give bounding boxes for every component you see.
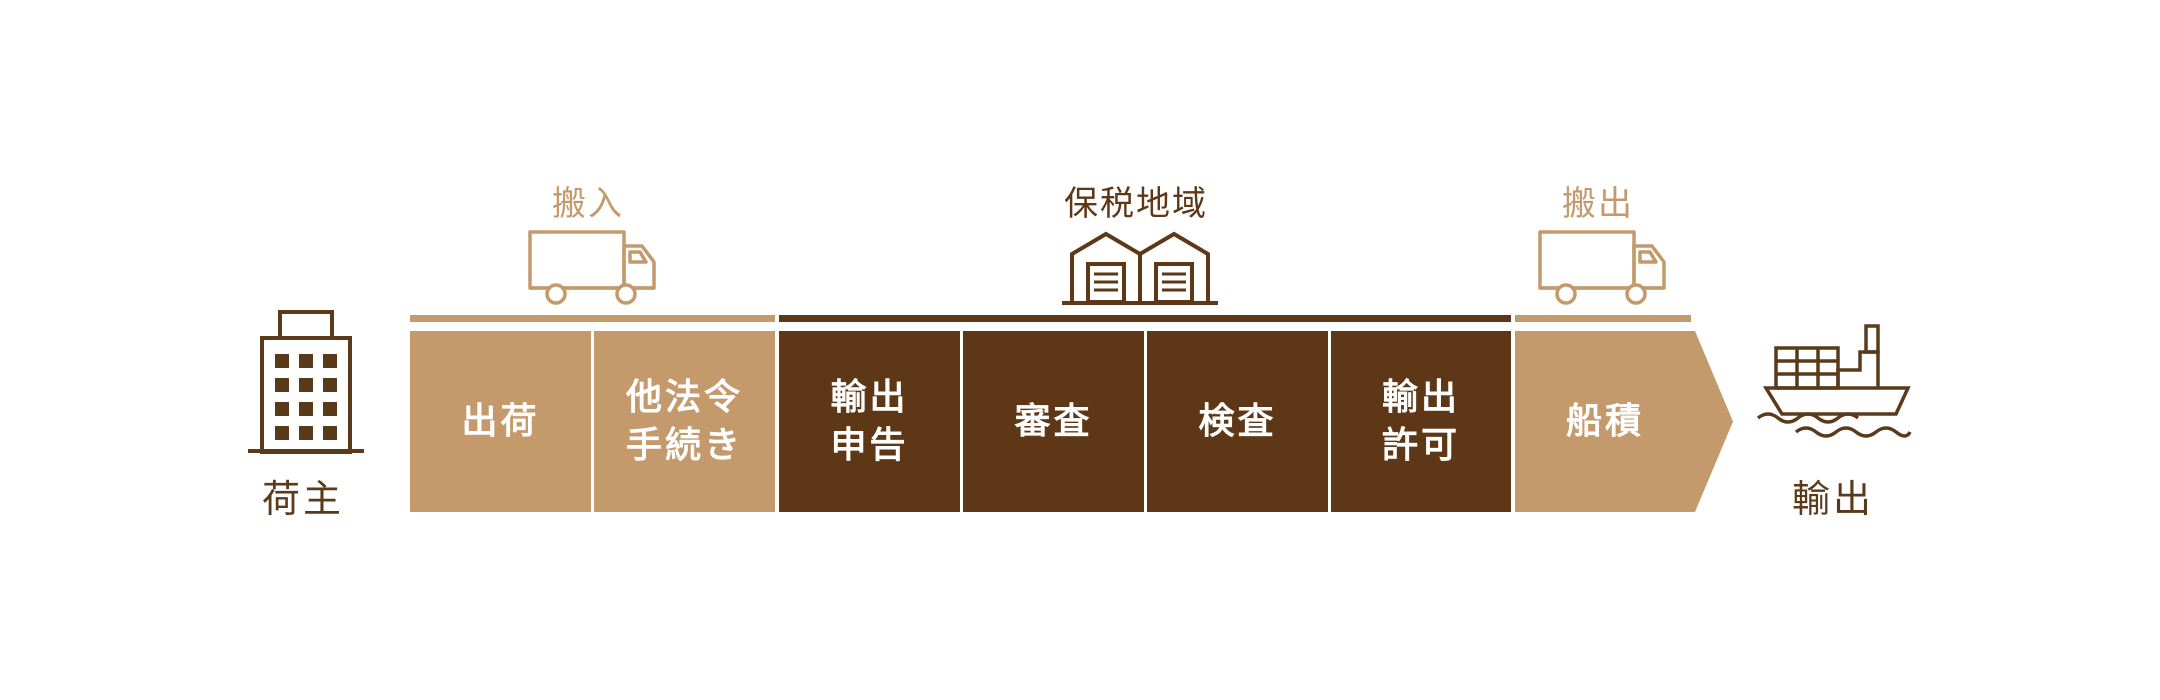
shipper-label: 荷主	[262, 477, 345, 521]
carry-out-label: 搬出	[1562, 184, 1634, 224]
bonded-area-label: 保税地域	[1064, 184, 1208, 224]
step-other-law-procedures: 他法令 手続き	[594, 331, 775, 512]
cargo-ship-icon	[1756, 322, 1916, 442]
carry-in-bar	[410, 315, 775, 322]
truck-icon	[528, 228, 658, 308]
step-examination: 審査	[963, 331, 1144, 512]
step-loading-arrow	[1515, 331, 1735, 512]
export-label: 輸出	[1792, 477, 1875, 521]
step-export-permit: 輸出 許可	[1331, 331, 1511, 512]
step-loading: 船積	[1565, 400, 1644, 442]
bonded-area-bar	[779, 315, 1511, 322]
step-inspection: 検査	[1147, 331, 1328, 512]
carry-in-label: 搬入	[552, 184, 624, 224]
warehouse-icon	[1062, 230, 1222, 306]
step-shipment: 出荷	[410, 331, 591, 512]
truck-icon	[1538, 228, 1668, 308]
shipper-building-icon	[248, 308, 364, 454]
step-export-declaration: 輸出 申告	[779, 331, 960, 512]
carry-out-bar	[1515, 315, 1691, 322]
